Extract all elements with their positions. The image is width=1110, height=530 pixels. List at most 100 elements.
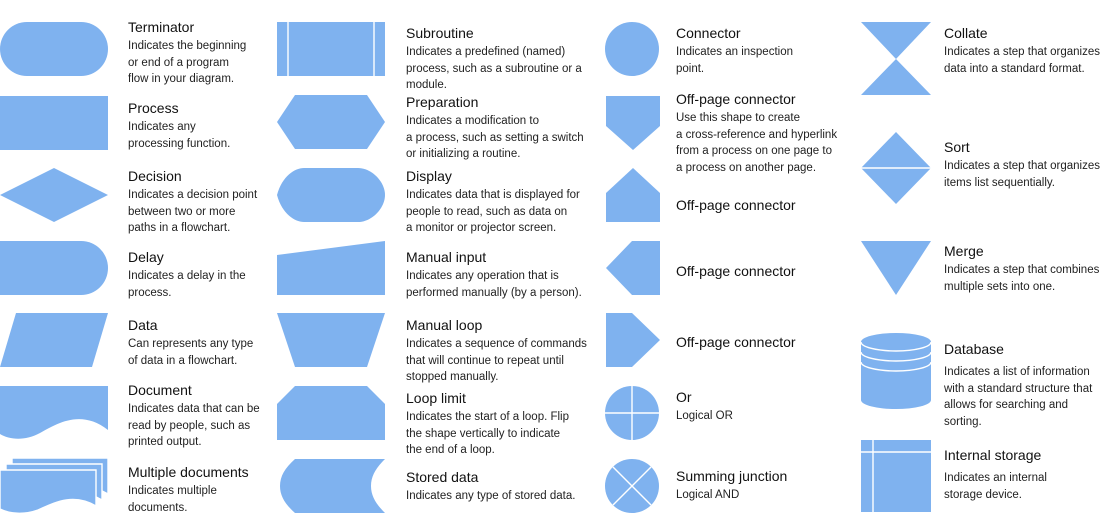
shape-title: Manual input [406,249,487,265]
shape-title: Connector [676,25,741,41]
manual-input-entry: Manual input Indicates any operation tha… [406,249,582,301]
shape-title: Internal storage [944,447,1042,463]
merge-shape [861,241,931,295]
off-page-connector-up-shape [606,168,660,222]
shape-title: Or [676,389,692,405]
merge-entry: Merge Indicates a step that combines mul… [944,243,1099,295]
shape-description: Indicates a step that organizes data int… [944,46,1100,75]
stored-data-entry: Stored data Indicates any type of stored… [406,469,575,505]
terminator-entry: Terminator Indicates the beginning or en… [128,19,246,88]
shape-title: Manual loop [406,317,483,333]
sort-shape [861,132,931,204]
summing-junction-entry: Summing junction Logical AND [676,468,787,504]
sort-entry: Sort Indicates a step that organizes ite… [944,139,1100,191]
shape-description: Indicates a modification to a process, s… [406,115,584,160]
multiple-documents-entry: Multiple documents Indicates multiple do… [128,464,249,516]
or-entry: Or Logical OR [676,389,733,425]
shape-description: Use this shape to create a cross-referen… [676,112,838,174]
document-shape [0,386,108,439]
manual-loop-entry: Manual loop Indicates a sequence of comm… [406,317,587,386]
terminator-shape [0,22,108,76]
stored-data-shape [280,459,385,513]
document-entry: Document Indicates data that can be read… [128,382,260,451]
database-entry: Database Indicates a list of information… [944,341,1092,430]
shape-description: Indicates a delay in the process. [128,270,246,299]
decision-entry: Decision Indicates a decision point betw… [128,168,257,237]
shape-description: Indicates a decision point between two o… [128,189,258,234]
or-shape [605,386,659,440]
internal-storage-entry: Internal storage Indicates an internal s… [944,447,1047,503]
shape-title: Summing junction [676,468,788,484]
collate-entry: Collate Indicates a step that organizes … [944,25,1100,77]
shape-description: Indicates data that is displayed for peo… [406,189,580,234]
shape-description: Indicates the start of a loop. Flip the … [406,411,570,456]
shape-description: Indicates data that can be read by peopl… [128,403,260,448]
shape-title: Off-page connector [676,334,796,350]
preparation-shape [277,95,385,149]
shape-title: Loop limit [406,390,466,406]
shape-description: Indicates a sequence of commands that wi… [406,338,587,383]
shape-description: Indicates an internal storage device. [944,472,1047,501]
process-entry: Process Indicates any processing functio… [128,100,230,152]
connector-entry: Connector Indicates an inspection point. [676,25,793,77]
off-page-connector-right-shape [606,313,660,367]
decision-shape [0,168,108,222]
off-page-connector-entry-1: Off-page connector Use this shape to cre… [676,91,837,176]
shape-description: Indicates the beginning or end of a prog… [128,40,247,85]
shape-title: Database [944,341,1004,357]
off-page-connector-entry-2: Off-page connector [676,197,796,214]
shape-title: Delay [128,249,164,265]
shape-title: Terminator [128,19,195,35]
shape-title: Off-page connector [676,197,796,213]
subroutine-entry: Subroutine Indicates a predefined (named… [406,25,582,94]
off-page-connector-entry-3: Off-page connector [676,263,796,280]
delay-shape [0,241,108,295]
shape-description: Indicates any type of stored data. [406,490,576,502]
shape-description: Can represents any type of data in a flo… [128,338,254,367]
shape-title: Stored data [406,469,479,485]
off-page-connector-left-shape [606,241,660,295]
data-entry: Data Can represents any type of data in … [128,317,253,369]
display-shape [277,168,385,222]
shape-description: Logical AND [676,489,740,501]
shape-title: Collate [944,25,988,41]
shape-title: Process [128,100,179,116]
connector-shape [605,22,659,76]
shape-description: Logical OR [676,410,733,422]
shape-description: Indicates any processing function. [128,121,231,150]
off-page-connector-down-shape [606,96,660,150]
off-page-connector-entry-4: Off-page connector [676,334,796,351]
delay-entry: Delay Indicates a delay in the process. [128,249,246,301]
shape-title: Data [128,317,158,333]
shape-description: Indicates a step that combines multiple … [944,264,1100,293]
shape-title: Preparation [406,94,479,110]
internal-storage-shape [861,440,931,512]
shape-title: Document [128,382,192,398]
shape-title: Merge [944,243,984,259]
loop-limit-entry: Loop limit Indicates the start of a loop… [406,390,569,459]
manual-input-shape [277,241,385,295]
data-shape [0,313,108,367]
multiple-documents-shape [0,457,109,514]
subroutine-shape [277,22,385,76]
database-shape [860,333,932,409]
shape-description: Indicates multiple documents. [128,485,217,514]
shape-title: Sort [944,139,970,155]
shape-title: Decision [128,168,182,184]
process-shape [0,96,108,150]
shape-title: Off-page connector [676,263,796,279]
preparation-entry: Preparation Indicates a modification to … [406,94,584,163]
shape-title: Multiple documents [128,464,249,480]
summing-junction-shape [605,459,659,513]
manual-loop-shape [277,313,385,367]
shape-description: Indicates a list of information with a s… [944,366,1093,428]
collate-shape [861,22,931,95]
shape-description: Indicates any operation that is performe… [406,270,582,299]
loop-limit-shape [277,386,385,440]
display-entry: Display Indicates data that is displayed… [406,168,580,237]
shape-title: Off-page connector [676,91,796,107]
shape-title: Display [406,168,452,184]
shape-title: Subroutine [406,25,474,41]
shape-description: Indicates a predefined (named) process, … [406,46,582,91]
